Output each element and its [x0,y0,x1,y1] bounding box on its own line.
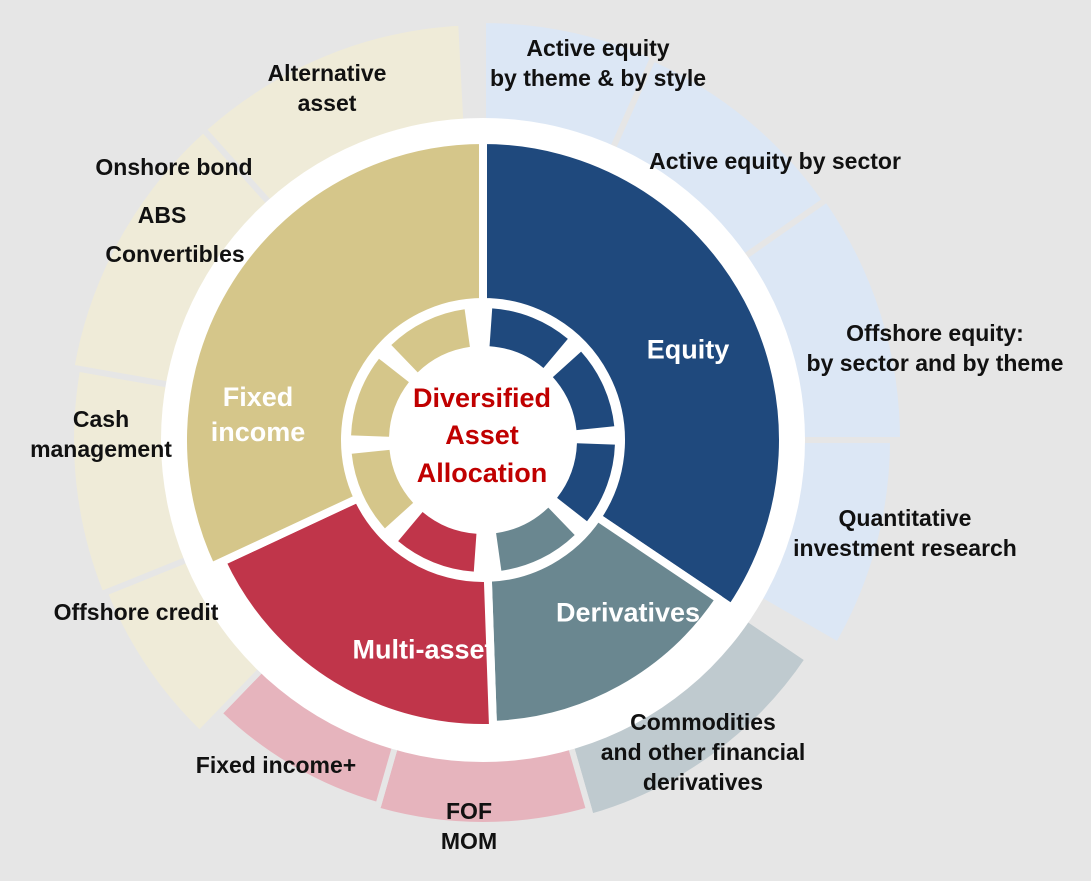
inner-segment-6 [351,449,414,529]
inner-segment-7 [351,358,409,437]
outer-label-alternative-asset: Alternative asset [267,60,387,116]
outer-label-onshore-bond: Onshore bond [95,154,253,181]
outer-label-cash-management: Cash management [30,406,172,462]
category-label-multi-asset: Multi-asset [352,634,494,665]
center-title: Diversified Asset Allocation [412,383,552,488]
center-hub [343,300,623,580]
outer-label-offshore-equity: Offshore equity: by sector and by theme [806,320,1064,376]
outer-label-active-equity-theme-style: Active equity by theme & by style [489,35,707,91]
inner-segment-4 [496,507,575,571]
category-label-equity: Equity [646,334,730,365]
inner-ring [343,300,623,580]
outer-label-quantitative-research: Quantitative investment research [793,505,1017,561]
inner-segment-8 [391,309,470,373]
outer-label-convertibles: Convertibles [105,241,245,268]
outer-label-offshore-credit: Offshore credit [53,599,219,626]
outer-label-active-equity-sector: Active equity by sector [649,148,901,175]
outer-label-abs: ABS [137,202,187,229]
inner-segment-3 [557,443,615,522]
inner-segment-2 [552,351,615,431]
outer-label-commodities-derivatives: Commodities and other financial derivati… [600,709,806,795]
category-label-fixed-income: Fixed income [210,381,306,447]
inner-segment-5 [398,512,477,572]
inner-segment-1 [489,308,568,368]
outer-label-fof-mom: FOF MOM [440,798,498,854]
outer-label-fixed-income-plus: Fixed income+ [195,752,357,779]
category-label-derivatives: Derivatives [555,597,701,628]
